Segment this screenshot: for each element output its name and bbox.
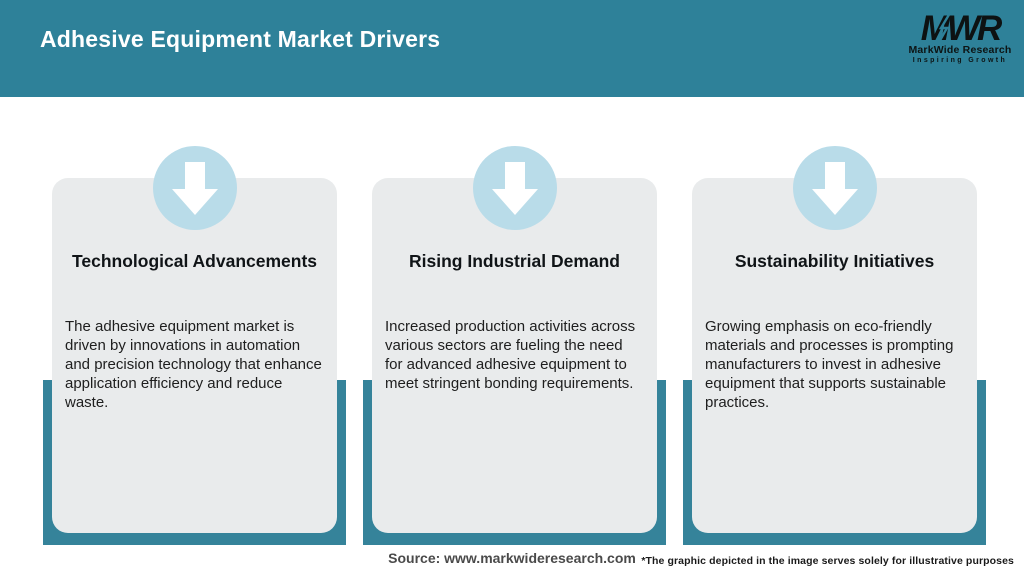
- down-arrow-icon: [472, 146, 557, 230]
- driver-card-sustainability-initiatives: Sustainability Initiatives Growing empha…: [683, 146, 986, 545]
- lightning-bolt-icon: [936, 12, 952, 45]
- card: Technological Advancements The adhesive …: [52, 178, 337, 533]
- mwr-logo-icon: MWR: [921, 9, 1006, 48]
- card: Rising Industrial Demand Increased produ…: [372, 178, 657, 533]
- down-arrow-icon: [152, 146, 237, 230]
- source-text: Source: www.markwideresearch.com: [388, 550, 636, 566]
- header-bar: Adhesive Equipment Market Drivers MWR Ma…: [0, 0, 1024, 97]
- card-title: Rising Industrial Demand: [409, 251, 620, 271]
- page-title: Adhesive Equipment Market Drivers: [40, 26, 441, 52]
- logo-tagline: Inspiring Growth: [912, 57, 1008, 64]
- disclaimer-text: *The graphic depicted in the image serve…: [641, 555, 1014, 567]
- driver-card-rising-industrial-demand: Rising Industrial Demand Increased produ…: [363, 146, 666, 545]
- card-title: Technological Advancements: [71, 251, 318, 271]
- card-body: Increased production activities across v…: [385, 318, 636, 392]
- card: Sustainability Initiatives Growing empha…: [692, 178, 977, 533]
- driver-card-technological-advancements: Technological Advancements The adhesive …: [43, 146, 346, 545]
- card-body: Growing emphasis on eco-friendly materia…: [705, 318, 954, 411]
- down-arrow-icon: [792, 146, 877, 230]
- logo-name: MarkWide Research: [908, 44, 1012, 56]
- card-title: Sustainability Initiatives: [734, 251, 935, 271]
- logo-acronym: MWR: [921, 9, 1003, 48]
- card-body: The adhesive equipment market is driven …: [65, 318, 322, 411]
- brand-logo: MWR MarkWide Research Inspiring Growth: [908, 8, 1012, 64]
